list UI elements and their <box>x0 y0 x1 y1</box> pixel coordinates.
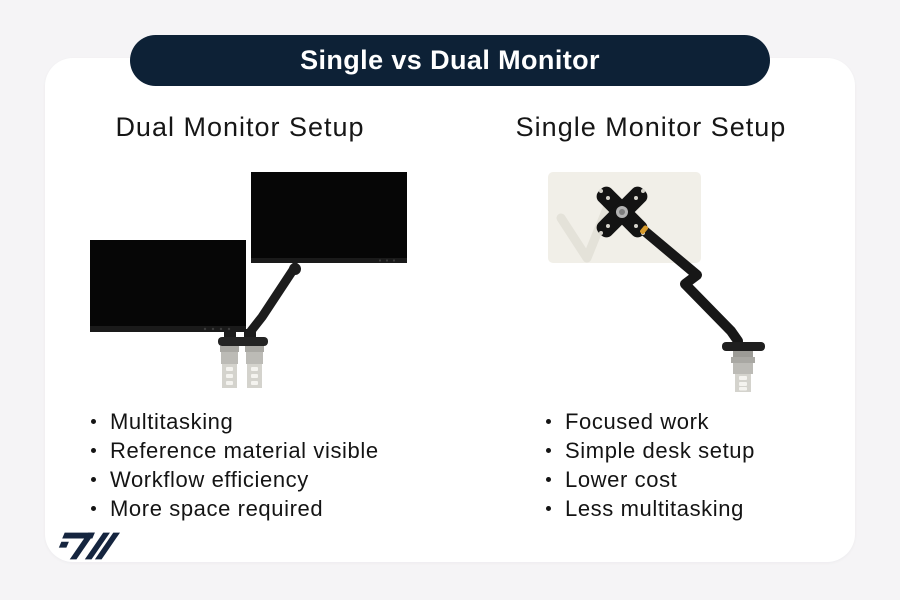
list-item: Less multitasking <box>543 494 755 523</box>
right-monitor <box>251 172 407 263</box>
list-item: Lower cost <box>543 465 755 494</box>
left-monitor <box>90 240 246 332</box>
list-item: Focused work <box>543 407 755 436</box>
column-heading-dual: Dual Monitor Setup <box>115 112 365 142</box>
list-item: Reference material visible <box>88 436 379 465</box>
vesa-plate <box>596 186 649 238</box>
desk-clamp <box>731 351 755 392</box>
dual-base-disc <box>218 337 268 346</box>
dw-logo-icon <box>58 532 120 560</box>
list-item: Workflow efficiency <box>88 465 379 494</box>
single-benefits-list: Focused work Simple desk setup Lower cos… <box>543 407 755 523</box>
desk-clamp <box>245 346 264 388</box>
column-heading-single: Single Monitor Setup <box>515 112 787 142</box>
dual-monitor-image <box>90 172 407 388</box>
list-item: More space required <box>88 494 379 523</box>
single-base-disc <box>722 342 765 351</box>
single-monitor-image <box>548 172 765 392</box>
list-item: Multitasking <box>88 407 379 436</box>
desk-clamp <box>220 346 239 388</box>
list-item: Simple desk setup <box>543 436 755 465</box>
dual-arm <box>224 262 301 342</box>
title-banner: Single vs Dual Monitor <box>130 35 770 86</box>
banner-title: Single vs Dual Monitor <box>300 45 600 75</box>
single-arm <box>624 213 743 346</box>
dual-benefits-list: Multitasking Reference material visible … <box>88 407 379 523</box>
